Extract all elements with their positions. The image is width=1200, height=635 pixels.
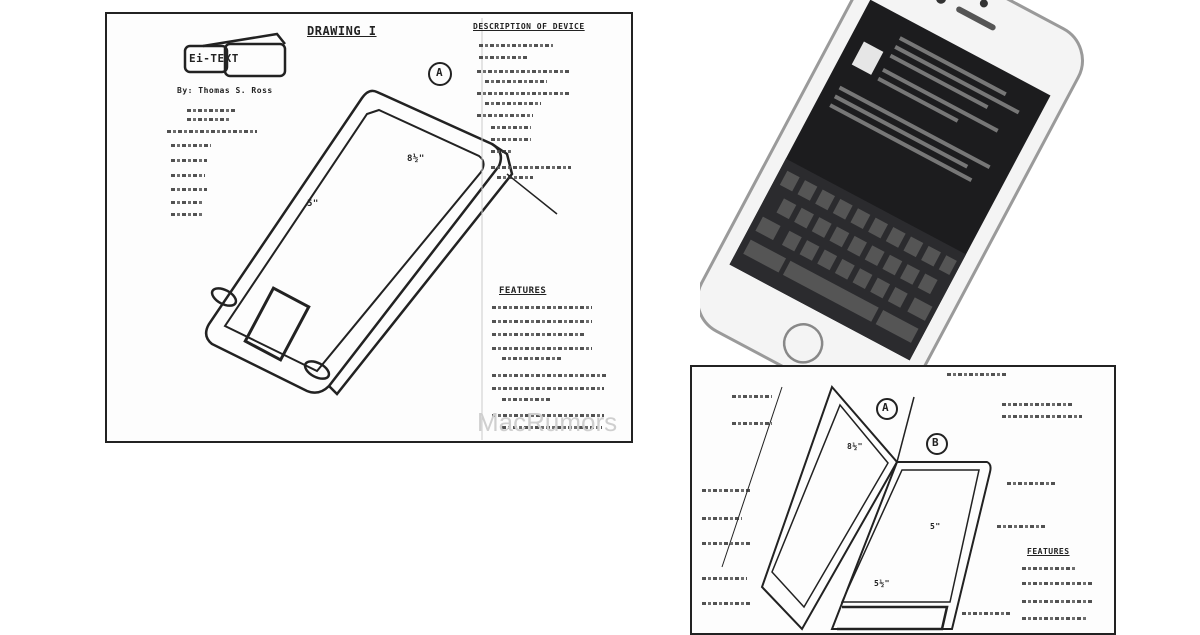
logo-text: Ei-TEXT (189, 52, 239, 65)
patent-drawing-one: Ei-TEXT DRAWING I By: Thomas S. Ross DES… (105, 12, 633, 443)
note-line (491, 138, 531, 141)
note-line (491, 126, 531, 129)
note-line (187, 109, 237, 112)
note-line (502, 426, 602, 429)
note-line (492, 333, 584, 336)
note-line (492, 347, 592, 350)
note-line (702, 602, 752, 605)
note-line (732, 395, 772, 398)
patent-drawing-two: A B 8½" 5" 5½" FEATURES (690, 365, 1116, 635)
note-line (502, 357, 562, 360)
drawing-title: DRAWING I (307, 24, 377, 38)
note-line (479, 44, 553, 47)
note-line (492, 414, 604, 417)
author-text: By: Thomas S. Ross (177, 86, 273, 95)
note-line (492, 374, 607, 377)
dimension-screen: 5" (930, 522, 941, 531)
label-a: A (882, 401, 890, 414)
features-heading: FEATURES (499, 286, 547, 296)
note-line (491, 150, 513, 153)
smartphone-photo (700, 0, 1100, 370)
note-line (702, 542, 752, 545)
note-line (1002, 415, 1082, 418)
note-line (1022, 567, 1077, 570)
note-line (1022, 600, 1092, 603)
note-line (171, 159, 207, 162)
note-line (171, 201, 203, 204)
label-b: B (932, 436, 940, 449)
note-line (702, 517, 742, 520)
note-line (492, 306, 592, 309)
note-line (171, 144, 211, 147)
note-line (702, 577, 747, 580)
description-heading: DESCRIPTION OF DEVICE (473, 22, 585, 31)
note-line (485, 102, 541, 105)
note-line (947, 373, 1007, 376)
note-line (492, 387, 604, 390)
dimension-width: 5½" (874, 579, 890, 588)
folding-device-sketch (721, 385, 992, 631)
note-line (497, 176, 533, 179)
note-line (167, 130, 257, 133)
note-line (502, 398, 552, 401)
note-line (479, 56, 529, 59)
note-line (1022, 582, 1092, 585)
note-line (187, 118, 231, 121)
note-line (477, 114, 533, 117)
note-line (1002, 403, 1072, 406)
watermark: MacRumors (477, 407, 618, 437)
dimension-height: 8½" (847, 442, 863, 451)
note-line (477, 70, 569, 73)
note-line (702, 489, 752, 492)
label-a: A (436, 66, 444, 79)
note-line (732, 422, 772, 425)
note-line (1007, 482, 1057, 485)
note-line (1022, 617, 1087, 620)
note-line (485, 80, 547, 83)
note-line (477, 92, 569, 95)
note-line (491, 166, 571, 169)
dimension-width: 8½" (407, 154, 425, 164)
note-line (171, 213, 203, 216)
features-heading: FEATURES (1027, 547, 1070, 556)
dimension-height: 5" (307, 199, 319, 209)
phone-illustration (700, 0, 1084, 370)
note-line (492, 320, 592, 323)
note-line (997, 525, 1047, 528)
note-line (962, 612, 1012, 615)
note-line (171, 174, 205, 177)
tablet-sketch (183, 18, 558, 440)
note-line (171, 188, 207, 191)
